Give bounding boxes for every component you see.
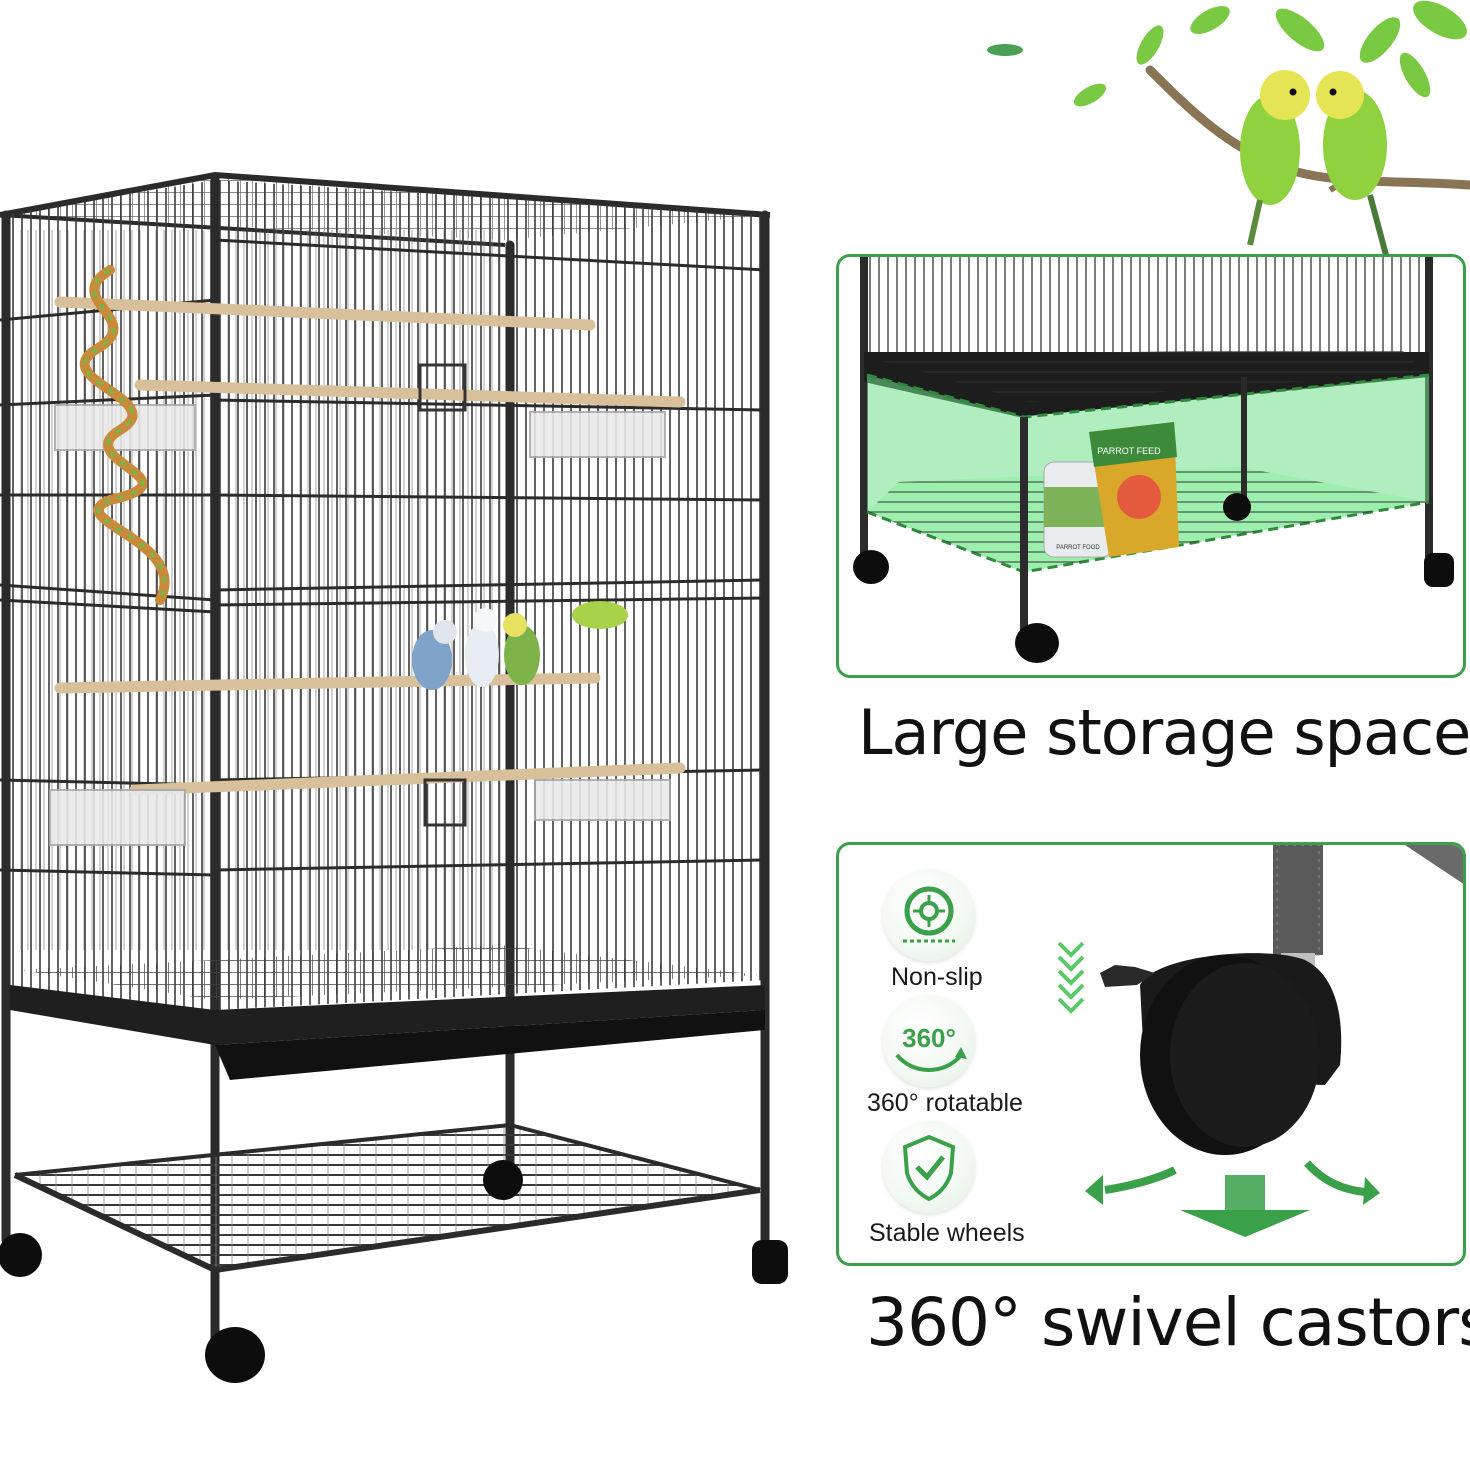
storage-shelf-illustration: PARROT FOOD PARROT FEED — [853, 257, 1454, 663]
jar-label: PARROT FOOD — [1056, 545, 1100, 551]
budgies-on-branch-image — [987, 0, 1470, 270]
stable-label: Stable wheels — [869, 1219, 1025, 1247]
storage-space-panel: PARROT FOOD PARROT FEED — [836, 254, 1466, 678]
rotatable-label: 360° rotatable — [867, 1089, 1023, 1117]
tire-icon — [903, 886, 955, 943]
rotate-badge-text: 360° — [902, 1023, 956, 1053]
rotate-360-icon: 360° — [895, 1023, 967, 1072]
shield-check-icon — [902, 1134, 956, 1202]
non-slip-label: Non-slip — [891, 963, 983, 991]
storage-caption: Large storage space — [858, 696, 1470, 769]
bird-cage-image — [0, 171, 788, 1383]
swivel-castor-illustration — [1057, 845, 1463, 1237]
non-slip-badge — [883, 869, 975, 961]
bag-label: PARROT FEED — [1097, 446, 1161, 456]
stable-badge — [883, 1121, 975, 1213]
rotatable-badge: 360° — [883, 995, 975, 1087]
castors-panel: Non-slip 360° 360° rotatable Stable whee… — [836, 842, 1466, 1266]
castors-caption: 360° swivel castors — [866, 1284, 1470, 1361]
